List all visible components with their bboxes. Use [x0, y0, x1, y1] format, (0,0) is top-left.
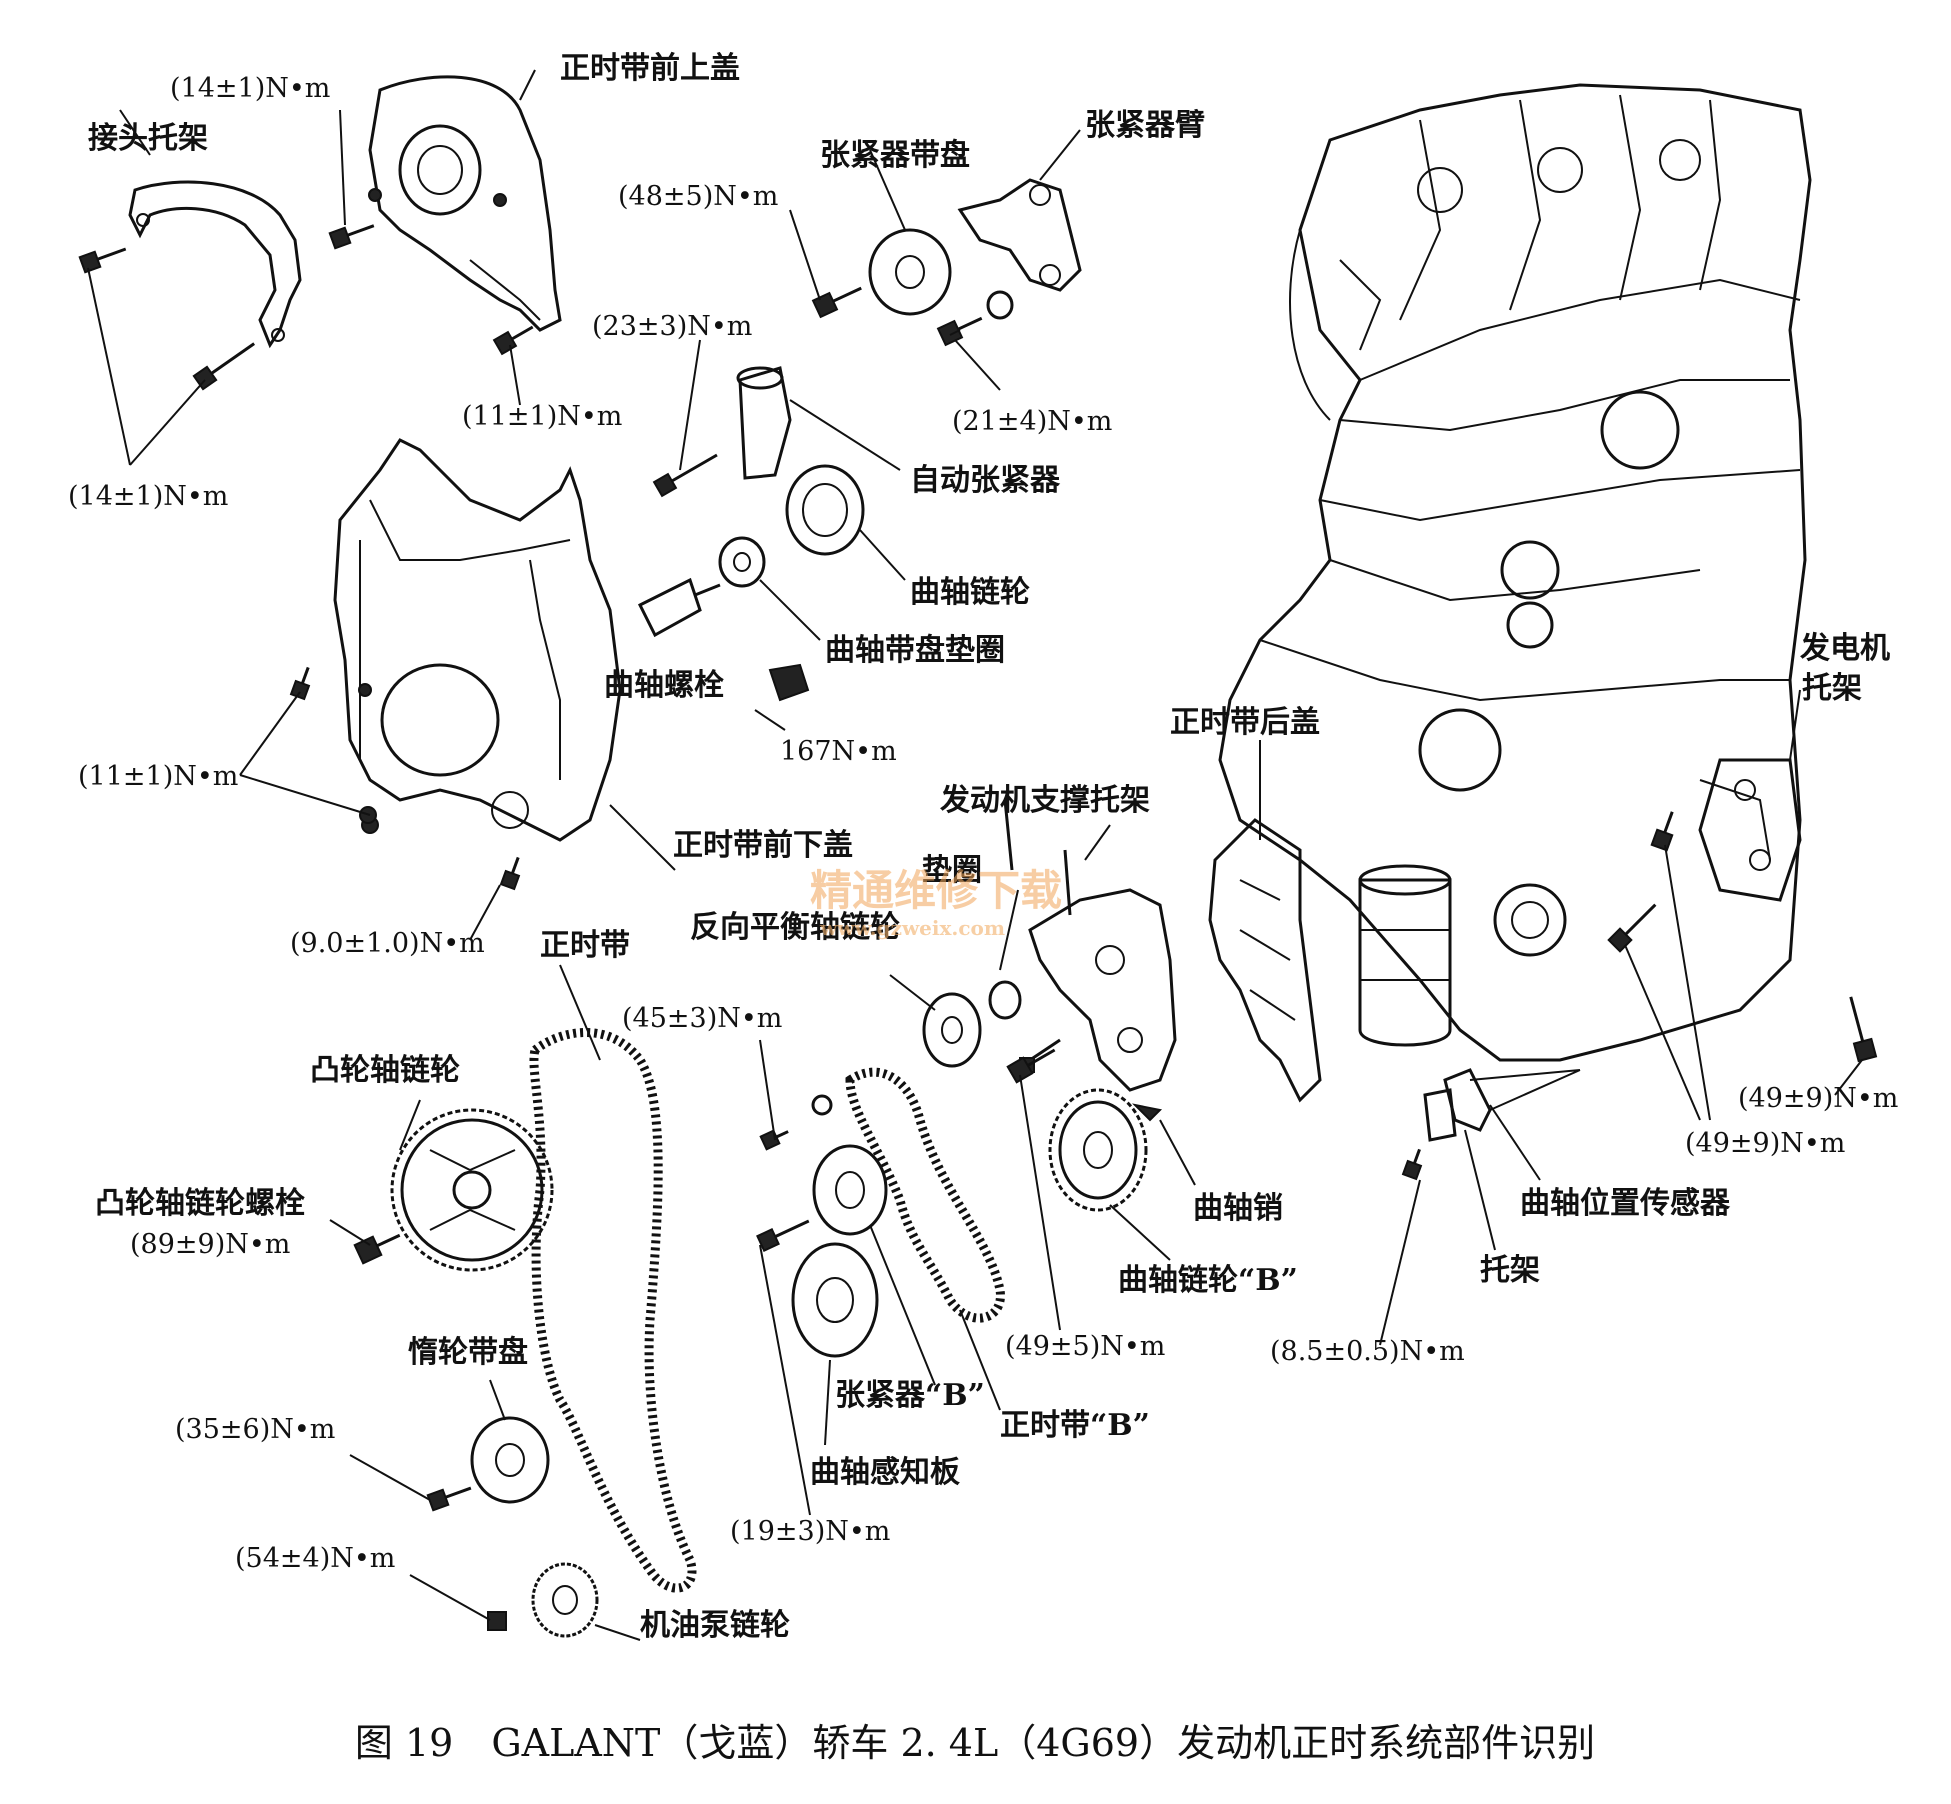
torque-54-4: (54±4)N•m — [235, 1543, 395, 1574]
torque-167: 167N•m — [780, 736, 897, 767]
torque-8-5: (8.5±0.5)N•m — [1270, 1336, 1465, 1367]
tensioner-b-parts — [756, 1094, 888, 1358]
engine-support-bracket-shape — [988, 799, 1177, 1092]
label-crank-sprocket: 曲轴链轮 — [910, 575, 1030, 610]
torque-35-6: (35±6)N•m — [175, 1414, 335, 1445]
label-crank-sprocket-b: 曲轴链轮“B” — [1118, 1263, 1298, 1298]
label-camshaft-sprocket: 凸轮轴链轮 — [310, 1053, 460, 1088]
front-upper-cover-shape — [368, 75, 562, 332]
torque-49-9-b: (49±9)N•m — [1685, 1128, 1845, 1159]
label-tensioner-arm: 张紧器臂 — [1085, 108, 1205, 143]
label-bracket: 托架 — [1480, 1253, 1540, 1288]
label-camshaft-sprocket-bolt: 凸轮轴链轮螺栓 — [95, 1186, 305, 1221]
front-lower-cover-shape — [333, 438, 622, 842]
torque-23-3: (23±3)N•m — [592, 311, 752, 342]
label-crank-pulley-washer: 曲轴带盘垫圈 — [825, 633, 1005, 668]
label-oil-pump-sprocket: 机油泵链轮 — [640, 1608, 790, 1643]
label-timing-belt: 正时带 — [540, 928, 630, 963]
torque-11-1-upper: (11±1)N•m — [462, 401, 622, 432]
label-front-lower-cover: 正时带前下盖 — [673, 828, 853, 863]
label-crank-bolt: 曲轴螺栓 — [604, 668, 724, 703]
label-front-upper-cover: 正时带前上盖 — [560, 51, 740, 86]
label-crank-sensing-plate: 曲轴感知板 — [810, 1455, 960, 1490]
crank-parts — [637, 464, 865, 702]
torque-21-4: (21±4)N•m — [952, 406, 1112, 437]
torque-14-1-left: (14±1)N•m — [68, 481, 228, 512]
label-engine-support-bracket: 发动机支撑托架 — [939, 783, 1150, 818]
torque-11-1-lower: (11±1)N•m — [78, 761, 238, 792]
label-idler-pulley: 惰轮带盘 — [408, 1335, 528, 1370]
camshaft-sprocket-shape — [353, 1108, 554, 1272]
label-joint-bracket: 接头托架 — [88, 121, 208, 156]
timing-belt-b-shape — [845, 1067, 1005, 1323]
label-washer: 垫圈 — [922, 853, 982, 888]
tensioner-assembly — [652, 178, 1082, 498]
torque-45-3: (45±3)N•m — [622, 1003, 782, 1034]
watermark: 精通维修下载 www.gzweix.com — [810, 866, 1062, 940]
crank-sprocket-b-shape — [1006, 1048, 1163, 1212]
torque-89-9: (89±9)N•m — [130, 1229, 290, 1260]
crank-sensor-parts — [1401, 811, 1878, 1181]
bolts-lower-cover — [289, 666, 521, 891]
torque-14-1-top: (14±1)N•m — [170, 73, 330, 104]
label-alternator-bracket-line1: 发电机 — [1799, 631, 1890, 666]
joint-bracket-shape — [128, 180, 302, 349]
torque-49-5: (49±5)N•m — [1005, 1331, 1165, 1362]
torque-9-0: (9.0±1.0)N•m — [290, 928, 485, 959]
torque-49-9-a: (49±9)N•m — [1738, 1083, 1898, 1114]
label-crank-pin: 曲轴销 — [1193, 1191, 1283, 1226]
figure-caption: 图 19 GALANT（戈蓝）轿车 2. 4L（4G69）发动机正时系统部件识别 — [355, 1721, 1595, 1765]
label-tensioner-pulley: 张紧器带盘 — [820, 138, 970, 173]
bolts-upper — [78, 224, 534, 391]
watermark-url: www.gzweix.com — [819, 916, 1005, 940]
torque-48-5: (48±5)N•m — [618, 181, 778, 212]
label-tensioner-b: 张紧器“B” — [835, 1378, 985, 1413]
label-alternator-bracket-line2: 托架 — [1802, 671, 1862, 706]
torque-19-3: (19±3)N•m — [730, 1516, 890, 1547]
leader-lines — [87, 69, 1863, 1641]
timing-belt-shape — [529, 1028, 697, 1593]
label-auto-tensioner: 自动张紧器 — [910, 463, 1061, 498]
watermark-text: 精通维修下载 — [810, 866, 1062, 915]
counter-balance-sprocket-shape — [922, 992, 982, 1068]
rear-cover-shape — [1208, 818, 1322, 1103]
label-crank-position-sensor: 曲轴位置传感器 — [1520, 1186, 1731, 1221]
engine-block — [1218, 83, 1812, 1062]
label-counter-balance-sprocket: 反向平衡轴链轮 — [690, 910, 900, 945]
label-timing-belt-b: 正时带“B” — [1000, 1408, 1150, 1443]
idler-and-oil-pump — [426, 1416, 599, 1638]
labels: 正时带前上盖 (14±1)N•m 接头托架 张紧器臂 张紧器带盘 (48±5)N… — [68, 51, 1898, 1643]
label-rear-cover: 正时带后盖 — [1170, 705, 1320, 740]
